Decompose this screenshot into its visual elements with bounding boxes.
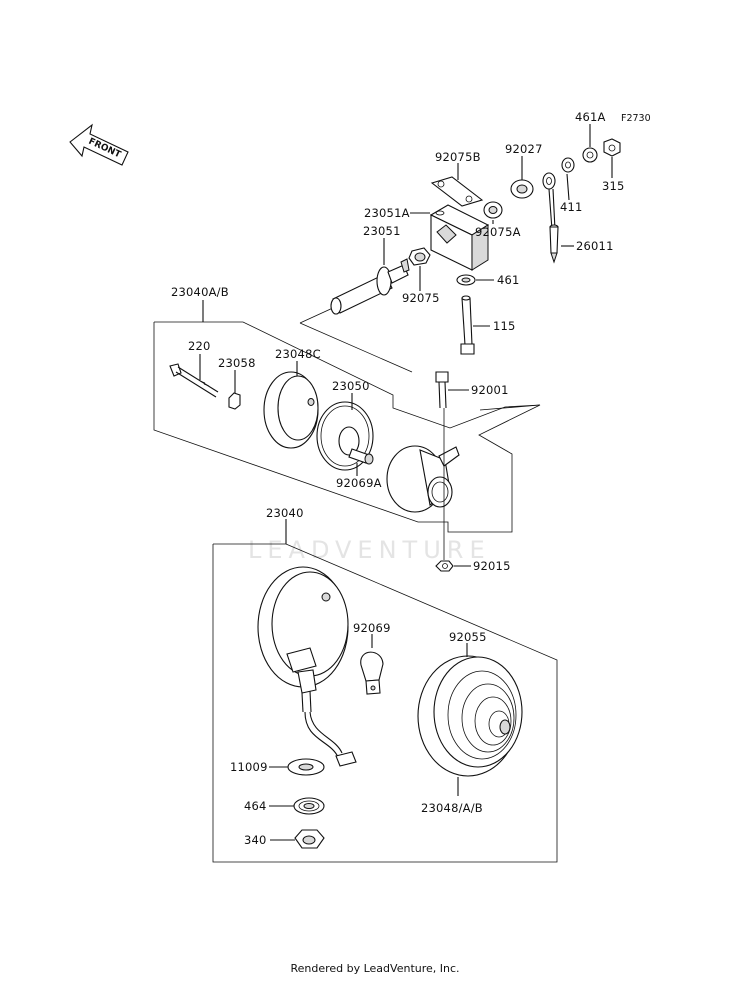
- label-461: 461: [497, 273, 520, 287]
- label-23058: 23058: [218, 356, 256, 370]
- label-92075b: 92075B: [435, 150, 481, 164]
- part-92075a-bushing: [483, 201, 503, 219]
- part-23048ab-lens-unit: [417, 655, 523, 777]
- label-92075a: 92075A: [475, 225, 521, 239]
- label-315: 315: [602, 179, 625, 193]
- part-92015-nut: [435, 560, 454, 572]
- frame-23040ab: [153, 321, 541, 533]
- label-411: 411: [560, 200, 583, 214]
- label-92055: 92055: [449, 630, 487, 644]
- part-23048c-housing: [263, 371, 319, 449]
- label-92027: 92027: [505, 142, 543, 156]
- label-23051a: 23051A: [364, 206, 410, 220]
- label-220: 220: [188, 339, 211, 353]
- label-464: 464: [244, 799, 267, 813]
- label-461a: 461A: [575, 110, 606, 124]
- part-340-nut: [294, 829, 325, 849]
- part-92001-bolt: [435, 371, 449, 409]
- part-23051-shaft: [330, 258, 410, 315]
- label-23051: 23051: [363, 224, 401, 238]
- part-23058-nut: [228, 392, 241, 410]
- label-92069a: 92069A: [336, 476, 382, 490]
- label-26011: 26011: [576, 239, 614, 253]
- part-headlight-shell: [386, 445, 460, 513]
- part-23051a-bracket: [429, 204, 490, 271]
- part-92075b-plate: [430, 176, 484, 207]
- label-23040: 23040: [266, 506, 304, 520]
- figure-code: F2730: [621, 113, 651, 124]
- leader-lines: [199, 124, 613, 841]
- part-23040-housing: [257, 566, 357, 767]
- label-23048ab: 23048/A/B: [421, 801, 483, 815]
- part-washer-411: [561, 157, 575, 173]
- label-23040ab: 23040A/B: [171, 285, 229, 299]
- label-92075: 92075: [402, 291, 440, 305]
- part-411-eyebolt: [542, 172, 556, 231]
- part-315-nut: [603, 138, 621, 157]
- label-23048c: 23048C: [275, 347, 321, 361]
- part-labels: 461A 315 92027 92075B 411 23051A 92075A …: [171, 110, 625, 847]
- part-92027-bushing: [510, 179, 534, 199]
- label-92069: 92069: [353, 621, 391, 635]
- part-92075-bushing: [408, 247, 431, 266]
- label-115: 115: [493, 319, 516, 333]
- front-arrow-icon: FRONT: [69, 123, 129, 166]
- part-464-lockwasher: [293, 797, 325, 815]
- label-92015: 92015: [473, 559, 511, 573]
- part-220-bolt: [169, 363, 219, 398]
- label-23050: 23050: [332, 379, 370, 393]
- label-11009: 11009: [230, 760, 268, 774]
- part-115-bolt: [460, 295, 475, 355]
- part-92069a-bulb: [338, 426, 374, 465]
- label-340: 340: [244, 833, 267, 847]
- watermark-text: LEADVENTURE: [248, 536, 491, 564]
- part-461a-washer: [582, 147, 598, 163]
- footer-credit: Rendered by LeadVenture, Inc.: [290, 962, 460, 975]
- part-26011-pin: [549, 224, 559, 264]
- label-92001: 92001: [471, 383, 509, 397]
- part-92069-bulb: [360, 651, 384, 695]
